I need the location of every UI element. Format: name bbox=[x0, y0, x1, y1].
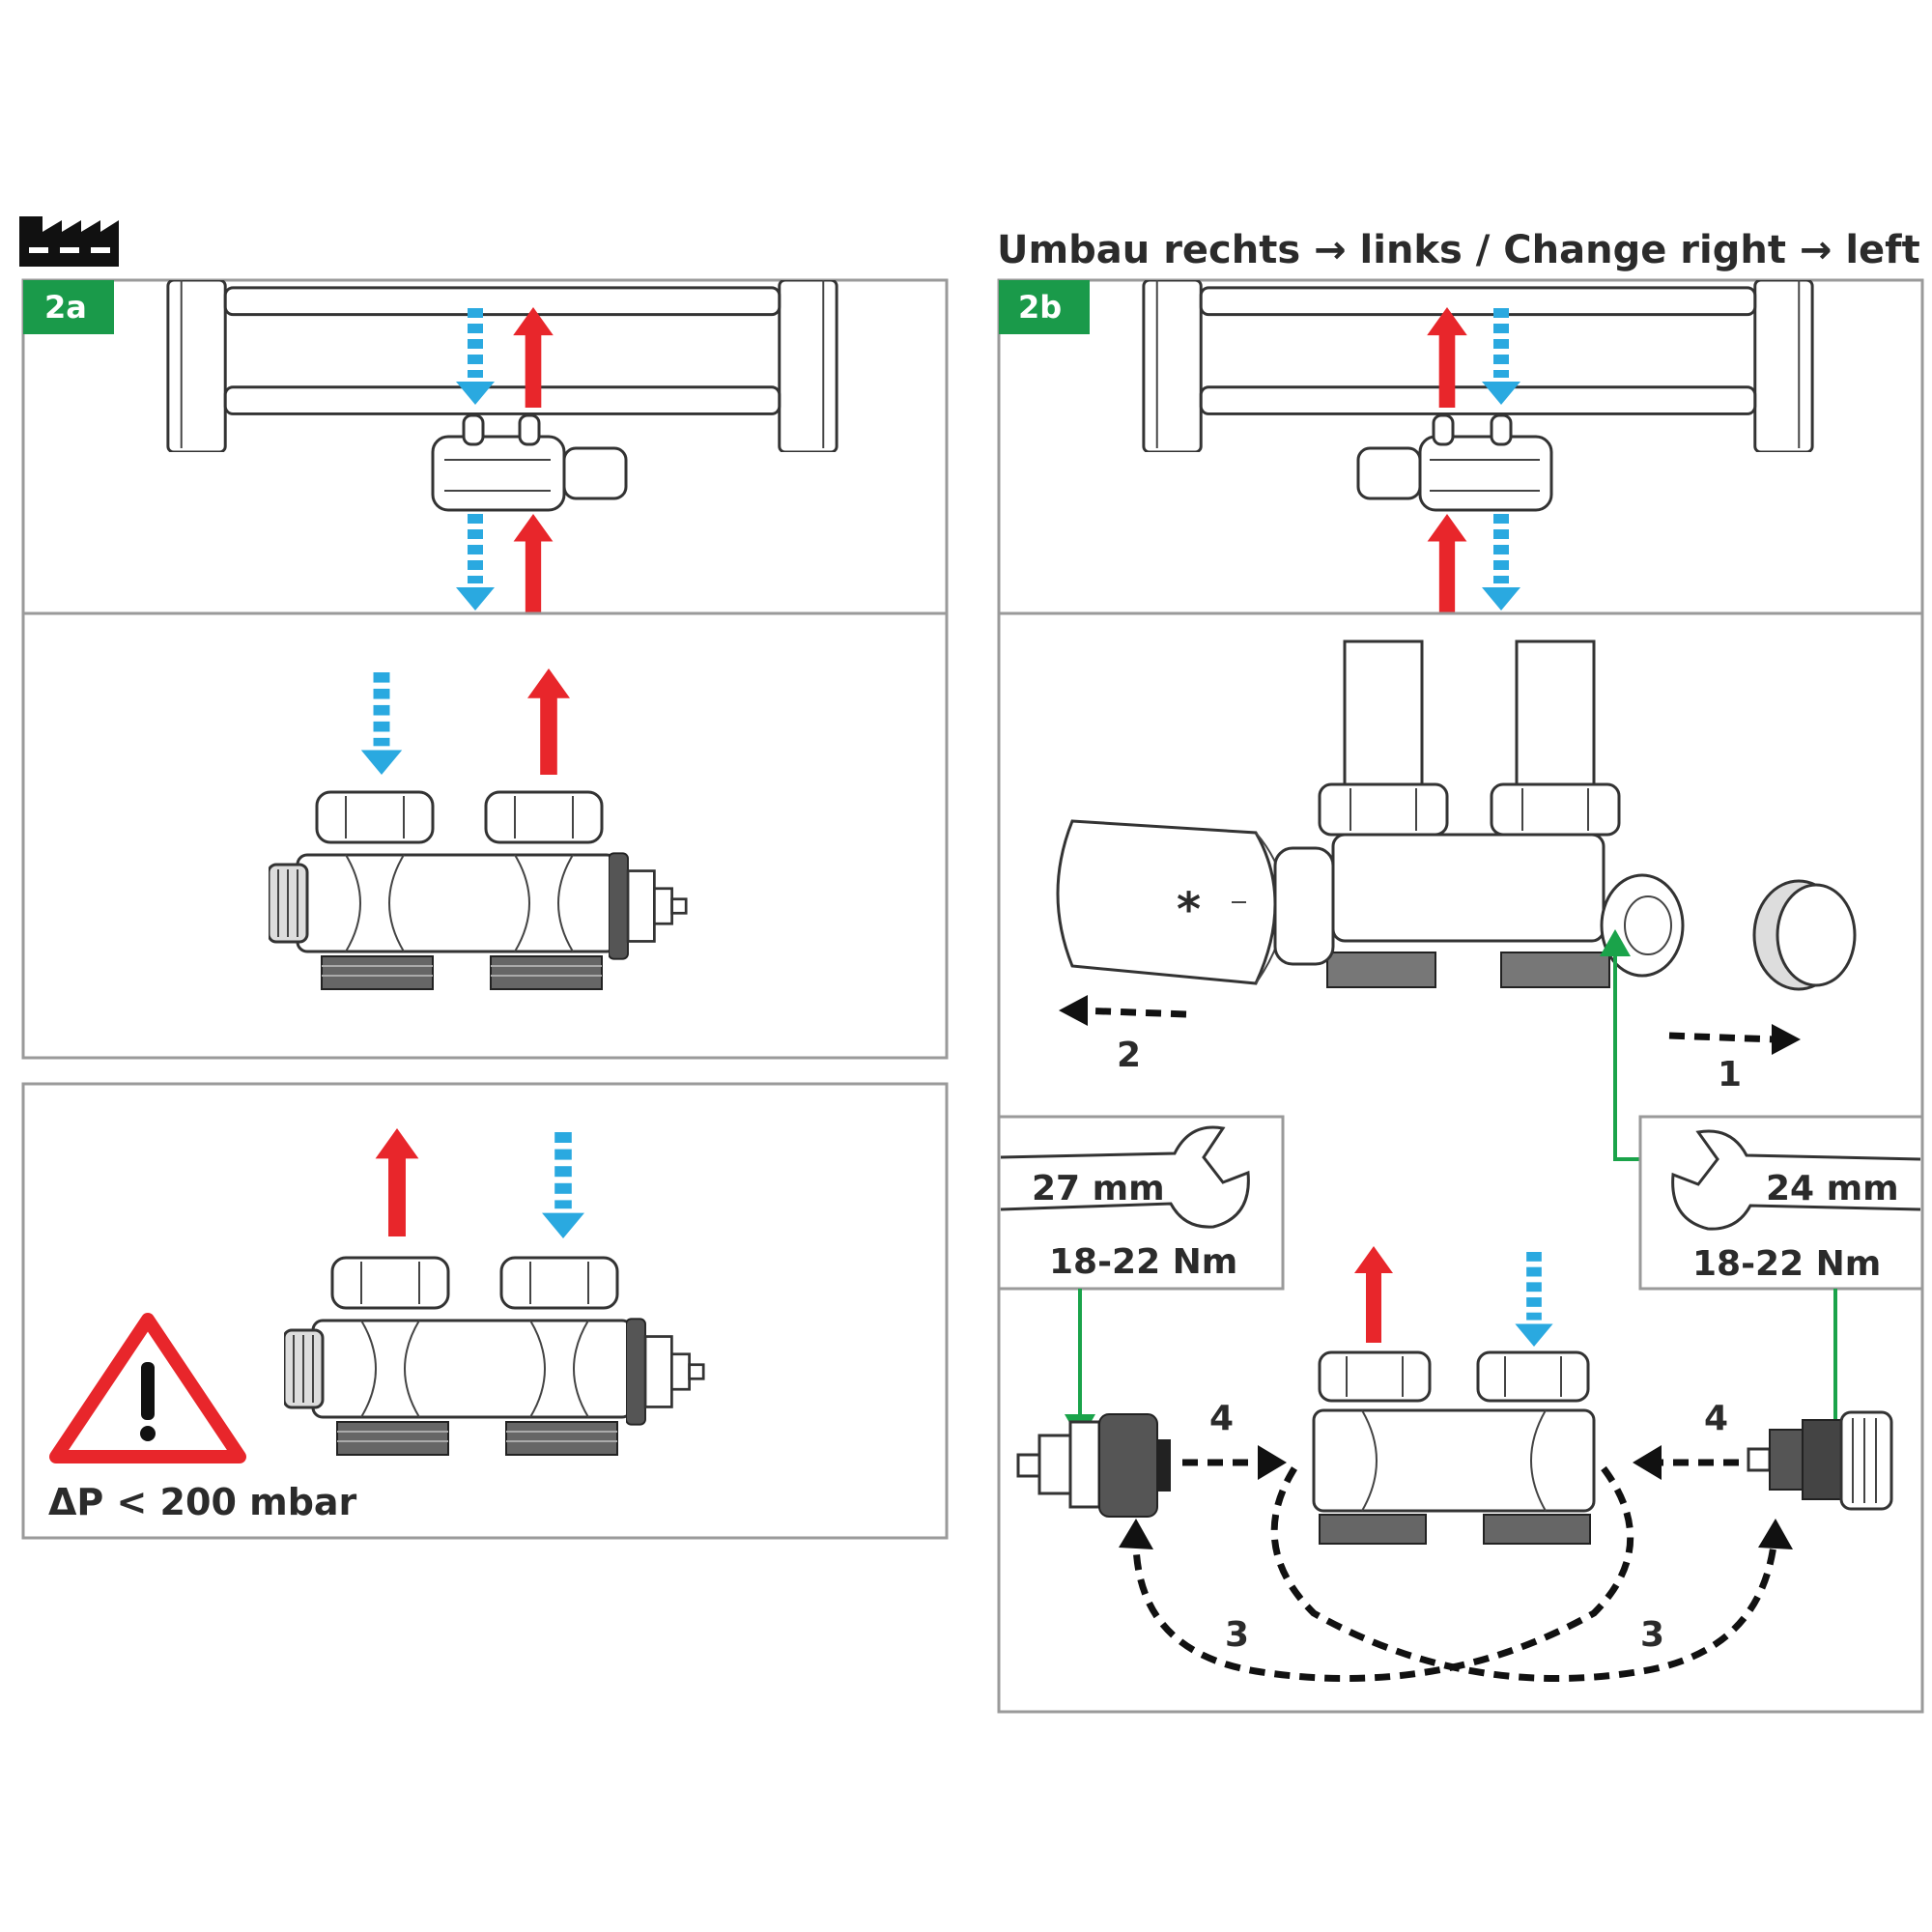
removed-cap bbox=[1752, 879, 1857, 991]
star-mark: * bbox=[1177, 883, 1201, 937]
step-4-arrow-left bbox=[1182, 1445, 1287, 1480]
page-title: Umbau rechts → links / Change right → le… bbox=[997, 228, 1920, 272]
step-2-label: 2 bbox=[1117, 1036, 1141, 1075]
wrench-right-size: 24 mm bbox=[1766, 1169, 1899, 1208]
step-4-arrow-right bbox=[1633, 1445, 1739, 1480]
badge-2a bbox=[23, 280, 114, 334]
step-2-arrow bbox=[1059, 995, 1187, 1026]
badge-2b bbox=[999, 280, 1090, 334]
step-4-right-label: 4 bbox=[1704, 1399, 1728, 1438]
pressure-note: ΔP < 200 mbar bbox=[48, 1481, 357, 1523]
step-3-left-label: 3 bbox=[1225, 1615, 1249, 1655]
valve-insert-right bbox=[1747, 1410, 1893, 1511]
wrench-left-torque: 18-22 Nm bbox=[1049, 1242, 1237, 1282]
valve-connector-2b bbox=[1356, 413, 1553, 512]
valve-block-2b bbox=[1312, 1350, 1596, 1545]
green-connector-top bbox=[1600, 929, 1640, 1161]
pipes bbox=[1318, 639, 1621, 988]
step-1-arrow bbox=[1668, 1024, 1801, 1055]
valve-connector-2a bbox=[431, 413, 628, 512]
warning-triangle-icon bbox=[49, 1313, 246, 1463]
wrench-icon bbox=[1000, 1125, 1250, 1229]
step-1-label: 1 bbox=[1718, 1055, 1742, 1094]
wrench-right-torque: 18-22 Nm bbox=[1692, 1244, 1881, 1284]
factory-icon bbox=[19, 216, 119, 267]
badge-2b-label: 2b bbox=[1018, 289, 1062, 326]
badge-2a-label: 2a bbox=[44, 289, 87, 326]
step-4-left-label: 4 bbox=[1209, 1399, 1234, 1438]
wrench-left-size: 27 mm bbox=[1032, 1169, 1165, 1208]
step-3-right-label: 3 bbox=[1640, 1615, 1664, 1655]
step-3-loop bbox=[1119, 1465, 1793, 1682]
panel-2a-bottom bbox=[21, 1082, 949, 1540]
panel-2a-middle bbox=[21, 611, 949, 1060]
thermostat-head: * bbox=[1056, 819, 1335, 985]
valve-insert-left bbox=[1016, 1413, 1171, 1518]
wrench-icon bbox=[1671, 1129, 1921, 1231]
